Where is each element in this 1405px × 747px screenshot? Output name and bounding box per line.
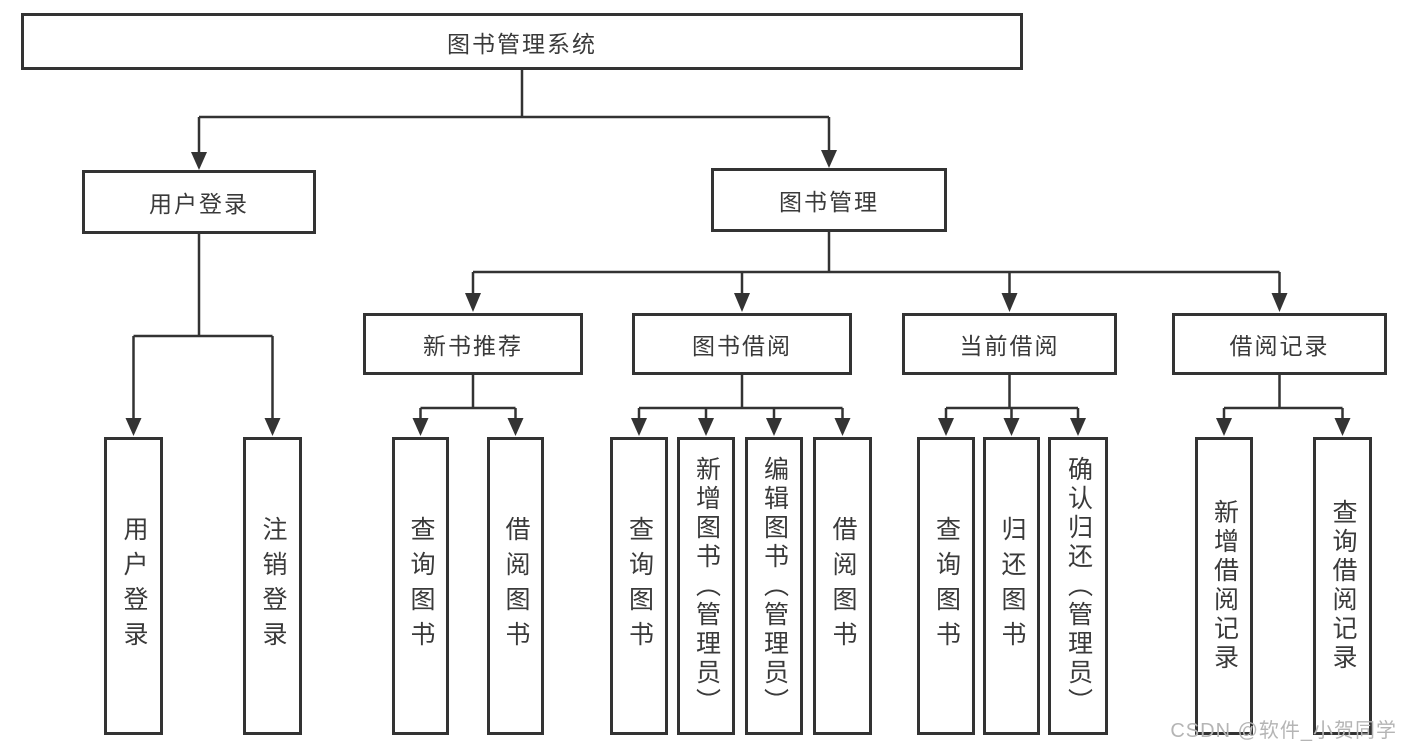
leaf-current-confirm: 确认归还（管理员）	[1048, 437, 1108, 735]
arrowhead	[412, 418, 429, 436]
leaf-borrow-add: 新增图书（管理员）	[677, 437, 735, 735]
leaf-records-query-label: 查询借阅记录	[1329, 499, 1357, 673]
arrowhead	[834, 418, 851, 436]
arrowhead	[1216, 418, 1232, 436]
leaf-records-add: 新增借阅记录	[1195, 437, 1253, 735]
node-root: 图书管理系统	[21, 13, 1023, 70]
arrowhead	[1003, 418, 1020, 436]
leaf-user-login-label: 用户登录	[120, 516, 148, 656]
leaf-records-query: 查询借阅记录	[1313, 437, 1372, 735]
node-user-login-label: 用户登录	[149, 191, 249, 217]
leaf-current-return-label: 归还图书	[998, 516, 1026, 656]
leaf-newbook-borrow: 借阅图书	[487, 437, 544, 735]
leaf-borrow-edit-label: 编辑图书（管理员）	[760, 455, 789, 717]
arrowhead	[1070, 418, 1086, 436]
arrowhead	[821, 150, 837, 168]
node-book-borrow-label: 图书借阅	[692, 333, 792, 359]
arrowhead	[1001, 293, 1018, 312]
arrowhead	[938, 418, 954, 436]
leaf-newbook-borrow-label: 借阅图书	[502, 516, 530, 656]
leaf-borrow-borrow-label: 借阅图书	[829, 516, 857, 656]
leaf-logout-label: 注销登录	[259, 516, 287, 656]
arrowhead	[1271, 293, 1288, 312]
node-book-mgmt-label: 图书管理	[779, 189, 879, 215]
arrowhead	[698, 418, 714, 436]
arrowhead	[264, 418, 281, 436]
leaf-logout: 注销登录	[243, 437, 302, 735]
leaf-borrow-query-label: 查询图书	[625, 516, 654, 656]
node-borrow-records-label: 借阅记录	[1229, 333, 1330, 359]
leaf-current-query-label: 查询图书	[932, 516, 961, 656]
node-book-borrow: 图书借阅	[632, 313, 852, 375]
arrowhead	[734, 293, 750, 312]
arrowhead	[631, 418, 647, 436]
arrowhead	[191, 152, 207, 170]
arrowhead	[125, 418, 142, 436]
node-book-mgmt: 图书管理	[711, 168, 947, 232]
leaf-borrow-borrow: 借阅图书	[813, 437, 872, 735]
node-user-login: 用户登录	[82, 170, 316, 234]
leaf-user-login: 用户登录	[104, 437, 163, 735]
node-current-borrow: 当前借阅	[902, 313, 1117, 375]
leaf-borrow-query: 查询图书	[610, 437, 668, 735]
node-current-borrow-label: 当前借阅	[959, 333, 1060, 359]
leaf-current-confirm-label: 确认归还（管理员）	[1064, 455, 1093, 717]
csdn-watermark: CSDN @软件_小贺同学	[1170, 720, 1397, 742]
node-root-label: 图书管理系统	[447, 30, 597, 57]
leaf-current-query: 查询图书	[917, 437, 975, 735]
arrowhead	[766, 418, 782, 436]
arrowhead	[465, 293, 481, 312]
leaf-records-add-label: 新增借阅记录	[1210, 499, 1239, 673]
leaf-current-return: 归还图书	[983, 437, 1040, 735]
node-borrow-records: 借阅记录	[1172, 313, 1387, 375]
leaf-borrow-edit: 编辑图书（管理员）	[745, 437, 803, 735]
leaf-newbook-query-label: 查询图书	[407, 516, 435, 656]
arrowhead	[1334, 418, 1351, 436]
arrowhead	[507, 418, 524, 436]
node-new-book-rec: 新书推荐	[363, 313, 583, 375]
leaf-newbook-query: 查询图书	[392, 437, 449, 735]
leaf-borrow-add-label: 新增图书（管理员）	[692, 455, 721, 717]
node-new-book-rec-label: 新书推荐	[423, 333, 523, 359]
